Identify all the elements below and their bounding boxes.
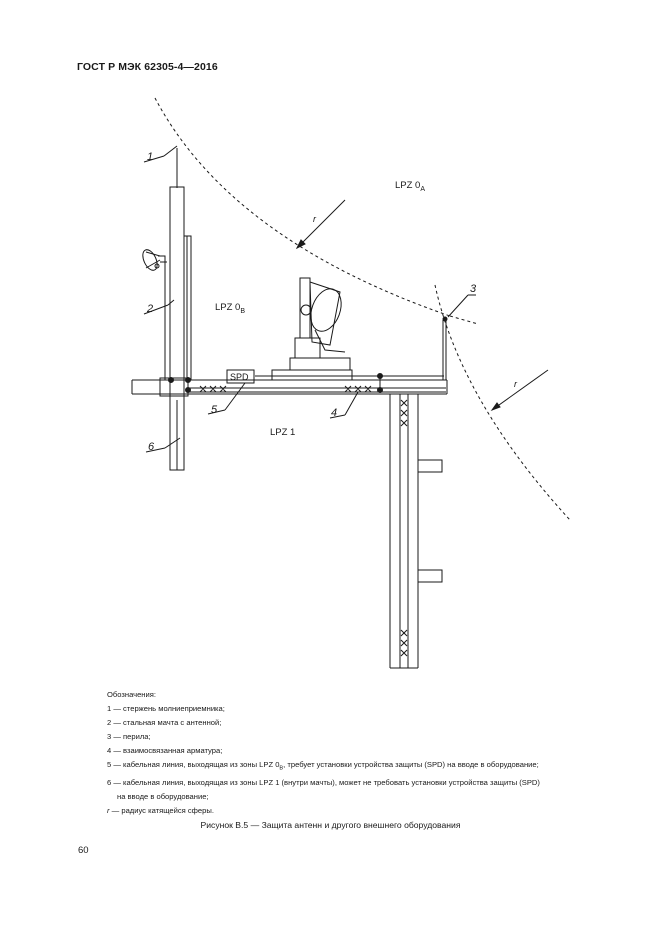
callout-2: 2 — [146, 303, 153, 315]
dish-antenna-small — [142, 249, 161, 271]
legend-title: Обозначения: — [107, 690, 156, 699]
radius-label-2: r — [514, 379, 518, 389]
rolling-sphere-arc-2 — [434, 284, 571, 521]
radius-arrow-2 — [491, 369, 549, 411]
zone-1-label: LPZ 1 — [270, 427, 295, 438]
equipment-on-roof — [271, 277, 353, 381]
zone-0b-label: LPZ 0B — [215, 302, 245, 315]
legend-item-6: 6 — кабельная линия, выходящая из зоны L… — [107, 777, 540, 787]
callout-4: 4 — [331, 407, 337, 419]
sphere-arc-extension — [449, 315, 479, 325]
radius-arrowhead-2 — [490, 402, 501, 412]
radius-arrow-1 — [296, 199, 346, 249]
zone-0a-label: LPZ 0A — [395, 180, 425, 193]
document-header: ГОСТ Р МЭК 62305-4—2016 — [77, 61, 218, 73]
bonded-rebar-marks — [199, 385, 408, 657]
callout-6: 6 — [148, 441, 155, 453]
rolling-sphere-arc-1 — [154, 97, 451, 317]
legend-item-6-cont: на вводе в оборудование; — [117, 791, 209, 801]
legend-item-4: 4 — взаимосвязанная арматура; — [107, 746, 223, 755]
radius-label-1: r — [313, 214, 317, 224]
spd-box — [226, 369, 255, 384]
legend-item-3: 3 — перила; — [107, 732, 151, 741]
figure-legend: Обозначения: 1 — стержень молниеприемник… — [107, 688, 627, 818]
legend-item-1: 1 — стержень молниеприемника; — [107, 704, 225, 713]
building-wall — [389, 394, 443, 669]
callout-3: 3 — [470, 283, 477, 295]
legend-item-5: 5 — кабельная линия, выходящая из зоны L… — [107, 760, 539, 772]
legend-item-r: r — радиус катящейся сферы. — [107, 805, 214, 815]
callout-5: 5 — [211, 404, 218, 416]
page-number: 60 — [78, 845, 89, 856]
radius-arrowhead-1 — [295, 239, 306, 250]
spd-label: SPD — [230, 372, 249, 382]
figure-caption: Рисунок B.5 — Защита антенн и другого вн… — [200, 820, 461, 830]
legend-item-2: 2 — стальная мачта с антенной; — [107, 718, 222, 727]
callout-1: 1 — [147, 151, 153, 163]
